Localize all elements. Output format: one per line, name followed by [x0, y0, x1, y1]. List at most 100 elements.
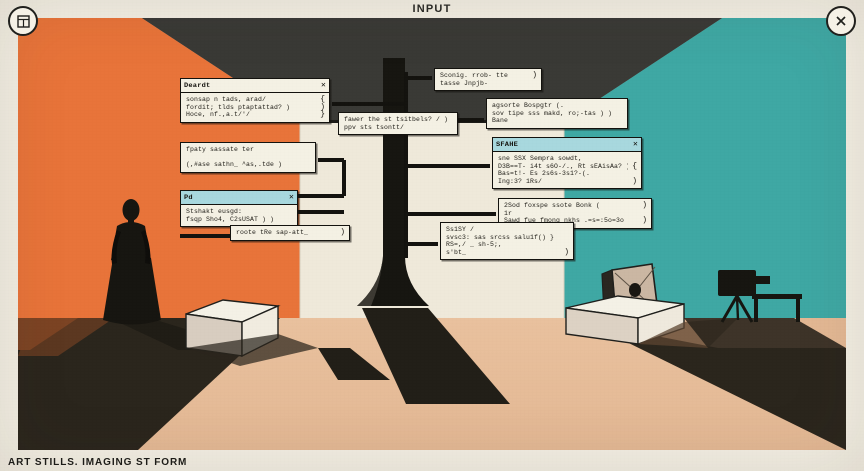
code-brace: ) — [532, 71, 537, 80]
code-brace: { — [320, 95, 325, 104]
plinth-shadow-2 — [684, 318, 846, 348]
code-line: svsc3: sas srcss salu1f() } — [446, 233, 555, 241]
code-braces: ) — [532, 72, 537, 87]
code-line: RS=,/ _ sh-5;, — [446, 241, 503, 249]
code-braces: ) ) — [642, 202, 647, 225]
window-body: roote tRe sap-att_) — [231, 226, 349, 240]
side-table-silhouette — [752, 294, 802, 322]
room-illustration — [18, 18, 846, 450]
window-close-icon[interactable]: ✕ — [632, 139, 638, 149]
code-lines: sne SSX Sempra sowdt,D3B==T- i4t s6O-/.,… — [498, 155, 628, 185]
tripod-camera-silhouette — [718, 270, 770, 323]
window-roote[interactable]: roote tRe sap-att_) — [230, 225, 350, 241]
code-brace: ) — [632, 176, 637, 186]
code-braces: ) — [340, 229, 345, 237]
cube-shadow — [186, 334, 318, 366]
code-brace: ) — [564, 247, 569, 257]
window-body: fpaty sassate ter (,#ase sathn_ ^as,.tde… — [181, 143, 315, 172]
standing-figure-silhouette — [103, 199, 161, 325]
small-shadow — [318, 348, 390, 380]
code-line: agsorte Bospgtr (. — [492, 102, 565, 109]
code-line: Sconig. rrob- tte — [440, 72, 509, 79]
code-line: Sawd fue fmong nkhs .=s=:5o=3o — [504, 217, 625, 225]
code-line: 1r — [504, 209, 513, 217]
code-braces: {)} — [320, 96, 325, 119]
close-button[interactable] — [826, 6, 856, 36]
window-body: Ss1SY /svsc3: sas srcss salu1f() }RS=,/ … — [441, 223, 573, 259]
code-line: Hoce, nf.,a.t/'/ — [186, 111, 251, 119]
window-panel-icon — [16, 14, 30, 28]
code-line: Stshakt eusgd: — [186, 208, 243, 215]
code-braces: ) — [564, 226, 569, 256]
code-line: Bas=t!- Es 2s6s-3s1?-(. — [498, 170, 591, 178]
code-line: D3B==T- i4t s6O-/., Rt sEAisAa? ) — [498, 162, 629, 170]
caption-text: ART STILLS. IMAGING ST FORM — [8, 457, 188, 468]
panel-menu-button[interactable] — [8, 6, 38, 36]
code-braces: { ) — [632, 155, 637, 185]
code-line: Bane — [492, 117, 509, 125]
code-line: sov tipe sss makd, ro;-tas ) ) — [492, 109, 613, 117]
code-lines: fpaty sassate ter (,#ase sathn_ ^as,.tde… — [186, 146, 311, 169]
code-line: s'bt_ — [446, 248, 467, 256]
window-title-text: Pd — [184, 193, 193, 202]
code-line: fawer the st tsitbels? / ) — [344, 116, 449, 123]
window-title-text: SFAHE — [496, 140, 519, 149]
code-brace: ) — [320, 102, 325, 112]
window-body: fawer the st tsitbels? / )ppv sts tsontt… — [339, 113, 457, 134]
center-pedestal-silhouette — [357, 58, 429, 306]
code-brace: ) — [642, 201, 647, 210]
code-line: tasse Jnpjb- — [440, 79, 489, 87]
code-line: roote tRe sap-att_ — [236, 229, 309, 236]
window-ssisy[interactable]: Ss1SY /svsc3: sas srcss salu1f() }RS=,/ … — [440, 222, 574, 261]
code-line: ppv sts tsontt/ — [344, 123, 405, 131]
window-titlebar[interactable]: Pd ✕ — [181, 191, 297, 205]
code-lines: Stshakt eusgd:fsqp Sho4, C2sUSAT ) ) — [186, 208, 293, 223]
code-brace: { — [632, 161, 637, 171]
window-close-icon[interactable]: ✕ — [288, 192, 294, 202]
code-line: sne SSX Sempra sowdt, — [498, 155, 583, 162]
code-lines: Ss1SY /svsc3: sas srcss salu1f() }RS=,/ … — [446, 226, 560, 256]
code-lines: agsorte Bospgtr (.sov tipe sss makd, ro;… — [492, 102, 623, 125]
window-close-icon[interactable]: ✕ — [320, 80, 326, 90]
white-cube-left — [185, 299, 281, 358]
code-brace: ) — [340, 228, 345, 237]
code-line: Ing:3? 1Rs/ — [498, 177, 543, 185]
code-brace: } — [320, 110, 325, 120]
white-plinth-right — [565, 295, 685, 345]
window-declare[interactable]: Deardt ✕ sonsap n tads, arad/fordit; tlds … — [180, 78, 330, 123]
window-title-text: Deardt — [184, 81, 211, 90]
window-titlebar[interactable]: SFAHE ✕ — [493, 138, 641, 152]
window-body: agsorte Bospgtr (.sov tipe sss makd, ro;… — [487, 99, 627, 128]
window-fpaty[interactable]: fpaty sassate ter (,#ase sathn_ ^as,.tde… — [180, 142, 316, 173]
pedestal-shadow — [362, 308, 510, 404]
code-line: sonsap n tads, arad/ — [186, 96, 267, 103]
code-line: fordit; tlds ptaptattad? ) — [186, 103, 291, 111]
code-lines: sonsap n tads, arad/fordit; tlds ptaptat… — [186, 96, 316, 119]
window-sfahe[interactable]: SFAHE ✕ sne SSX Sempra sowdt,D3B==T- i4t s… — [492, 137, 642, 190]
right-wall — [564, 18, 846, 318]
window-titlebar[interactable]: Deardt ✕ — [181, 79, 329, 93]
window-body: Stshakt eusgd:fsqp Sho4, C2sUSAT ) ) — [181, 205, 297, 226]
window-fawer[interactable]: fawer the st tsitbels? / )ppv sts tsontt… — [338, 112, 458, 136]
code-line: fsqp Sho4, C2sUSAT ) ) — [186, 215, 275, 223]
code-lines: fawer the st tsitbels? / )ppv sts tsontt… — [344, 116, 453, 131]
code-line: Ss1SY / — [446, 226, 475, 233]
window-body: sonsap n tads, arad/fordit; tlds ptaptat… — [181, 93, 329, 122]
code-line: 2Sod foxspe ssote Bonk ( — [504, 202, 601, 209]
window-body: sne SSX Sempra sowdt,D3B==T- i4t s6O-/.,… — [493, 152, 641, 188]
window-pd[interactable]: Pd ✕ Stshakt eusgd:fsqp Sho4, C2sUSAT ) ) — [180, 190, 298, 228]
page-title: INPUT — [412, 3, 452, 15]
code-line: (,#ase sathn_ ^as,.tde ) — [186, 161, 283, 169]
close-x-icon — [836, 16, 846, 26]
room-svg — [18, 18, 846, 450]
code-brace: ) — [642, 216, 647, 226]
code-line — [186, 154, 311, 162]
window-apsorte[interactable]: agsorte Bospgtr (.sov tipe sss makd, ro;… — [486, 98, 628, 129]
floor-strip-left-2 — [18, 318, 114, 356]
